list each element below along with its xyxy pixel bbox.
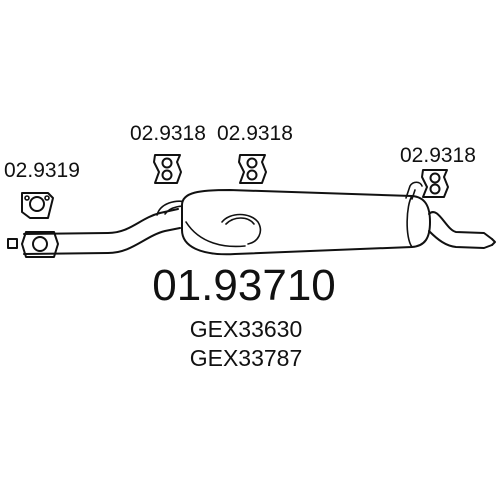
label-hanger-02-9318-b: 02.9318 — [217, 122, 293, 145]
rubber-hanger-icon — [153, 154, 182, 184]
label-clamp-02-9319: 02.9319 — [4, 159, 80, 182]
part-number: 01.93710 — [152, 261, 336, 310]
oe-number-2: GEX33787 — [190, 345, 303, 371]
label-hanger-02-9318-c: 02.9318 — [400, 144, 476, 167]
rear-silencer-icon — [7, 181, 496, 258]
oe-number-1: GEX33630 — [190, 316, 303, 342]
rubber-hanger-icon — [421, 169, 449, 198]
label-hanger-02-9318-a: 02.9318 — [130, 122, 206, 145]
flange-gasket-icon — [21, 192, 54, 219]
rubber-hanger-icon — [238, 154, 267, 184]
